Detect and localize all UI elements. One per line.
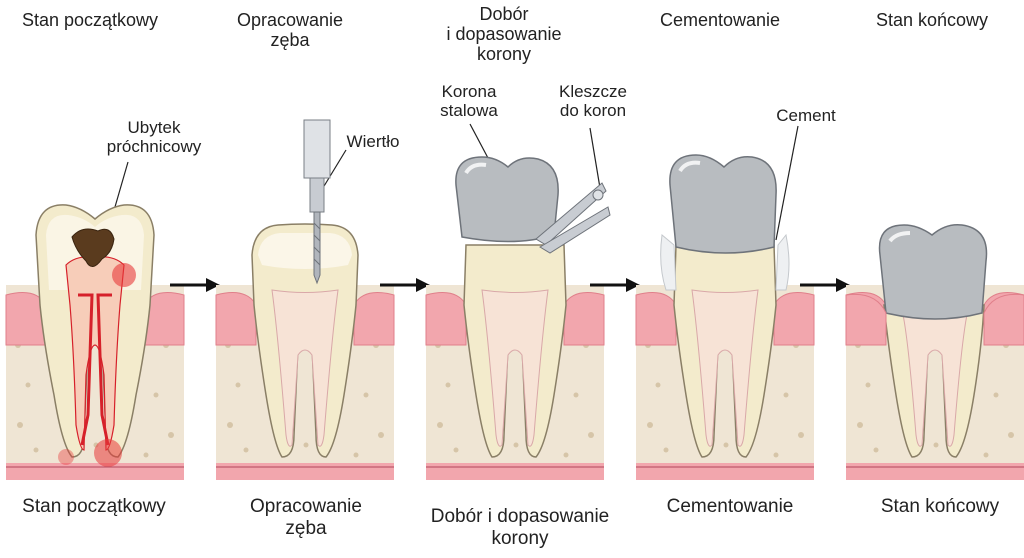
forceps-leader — [589, 127, 601, 189]
tooth-initial-illustration — [5, 204, 185, 480]
drill-label: Wiertło — [346, 132, 400, 151]
cementation-illustration — [635, 154, 815, 480]
arrow-4 — [800, 278, 850, 292]
panel-1-bottom-title: Stan początkowy — [22, 496, 166, 517]
panel-5-bottom-title: Stan końcowy — [880, 496, 1000, 517]
crown-fitting-illustration — [425, 156, 611, 480]
panel-cementation — [635, 154, 815, 480]
arrow-1 — [170, 278, 220, 292]
panel-3-bottom-title: Dobór i dopasowanie korony — [430, 506, 610, 549]
forceps-label: Kleszcze do koron — [558, 82, 628, 120]
cement-label: Cement — [776, 106, 836, 125]
crown-label: Korona stalowa — [440, 82, 498, 120]
tooth-preparation-illustration — [215, 119, 395, 480]
crown-leader — [469, 123, 489, 159]
final-state-illustration — [845, 223, 1024, 480]
panel-3-top-title: Dobór i dopasowanie korony — [446, 4, 562, 64]
panel-final-state — [845, 195, 1024, 480]
panel-2-bottom-title: Opracowanie zęba — [250, 496, 362, 539]
panel-2-top-title: Opracowanie zęba — [236, 10, 344, 50]
panel-4-bottom-title: Cementowanie — [666, 496, 794, 517]
panel-5-top-title: Stan końcowy — [875, 10, 989, 30]
arrow-3 — [590, 278, 640, 292]
panel-4-top-title: Cementowanie — [659, 10, 781, 30]
arrow-2 — [380, 278, 430, 292]
panel-1-top-title: Stan początkowy — [21, 10, 159, 30]
panel-tooth-preparation — [215, 119, 395, 480]
caries-label: Ubytek próchnicowy — [106, 118, 202, 156]
panel-crown-fitting — [425, 156, 611, 480]
panel-initial-state — [5, 195, 185, 480]
